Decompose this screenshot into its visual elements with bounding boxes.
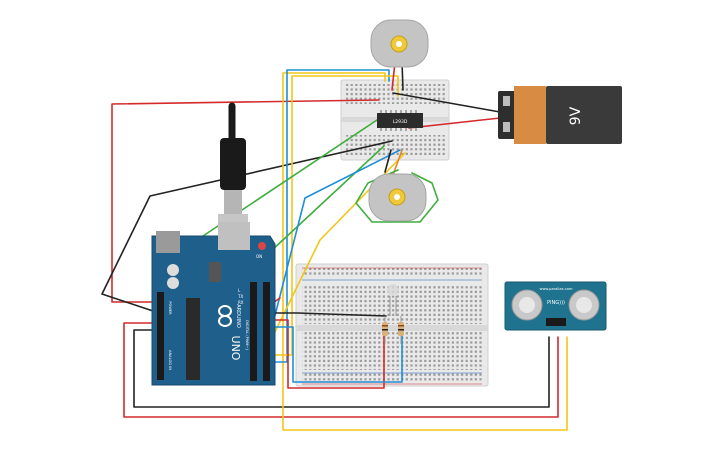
motor-top[interactable] (370, 19, 429, 68)
arduino-digital-label: DIGITAL (PWM~) (245, 320, 249, 350)
wire-black-bottom[interactable] (133, 329, 550, 408)
arduino-brand: ARDUINO (235, 304, 241, 328)
sensor-brand: www.parallax.com (540, 287, 573, 291)
motor-driver-chip[interactable]: L293D (377, 110, 423, 131)
arduino-power-label: POWER (168, 301, 172, 315)
arduino-uno-logo: UNO (229, 336, 242, 361)
wire-red-resistor[interactable] (269, 319, 385, 389)
motor-driver-label: L293D (393, 119, 408, 125)
arduino-uno[interactable]: ARDUINO UNO DIGITAL (PWM~) POWER ANALOG … (151, 222, 276, 386)
wire-red-bottom[interactable] (123, 322, 559, 418)
large-breadboard[interactable] (295, 263, 489, 387)
resistor-left[interactable] (382, 316, 388, 344)
wire-yellow-sensor[interactable] (282, 72, 568, 431)
led-icon (387, 284, 399, 316)
chip-icon (377, 110, 423, 131)
motor-icon (368, 173, 427, 222)
usb-port (218, 222, 250, 250)
wire-black-battery[interactable] (392, 92, 501, 113)
led[interactable] (387, 284, 399, 316)
wire-motor2-black[interactable] (384, 149, 392, 173)
battery-icon (498, 86, 622, 144)
resistor-icon (398, 316, 404, 344)
motor-icon (370, 19, 429, 68)
battery-label: 9V (568, 106, 584, 125)
wire-black-led[interactable] (269, 312, 387, 317)
arduino-rx-label: RX (238, 300, 244, 305)
arduino-analog-label: ANALOG IN (168, 350, 172, 370)
resistor-icon (382, 316, 388, 344)
wire-blue-resistor[interactable] (269, 326, 403, 383)
arduino-on-label: ON (256, 254, 262, 259)
arduino-logo (218, 305, 232, 327)
wire-black-left[interactable] (101, 140, 393, 313)
battery-9v[interactable]: 9V (498, 86, 622, 144)
arduino-tx-label: TX (237, 294, 243, 299)
arduino-l-label: L (238, 288, 241, 293)
wire-green-motor[interactable] (355, 169, 439, 223)
wire-red-battery[interactable] (408, 117, 501, 129)
wire-blue-top[interactable] (269, 69, 390, 363)
resistor-right[interactable] (398, 316, 404, 344)
wire-yellow-top[interactable] (269, 75, 399, 356)
wire-red-top[interactable] (111, 99, 380, 303)
sensor-label: PING))) (547, 300, 565, 306)
reset-button[interactable] (258, 242, 266, 250)
wire-blue-2[interactable] (269, 149, 401, 336)
motor-bottom[interactable] (368, 173, 427, 222)
ultrasonic-sensor[interactable]: www.parallax.com PING))) (504, 281, 607, 331)
